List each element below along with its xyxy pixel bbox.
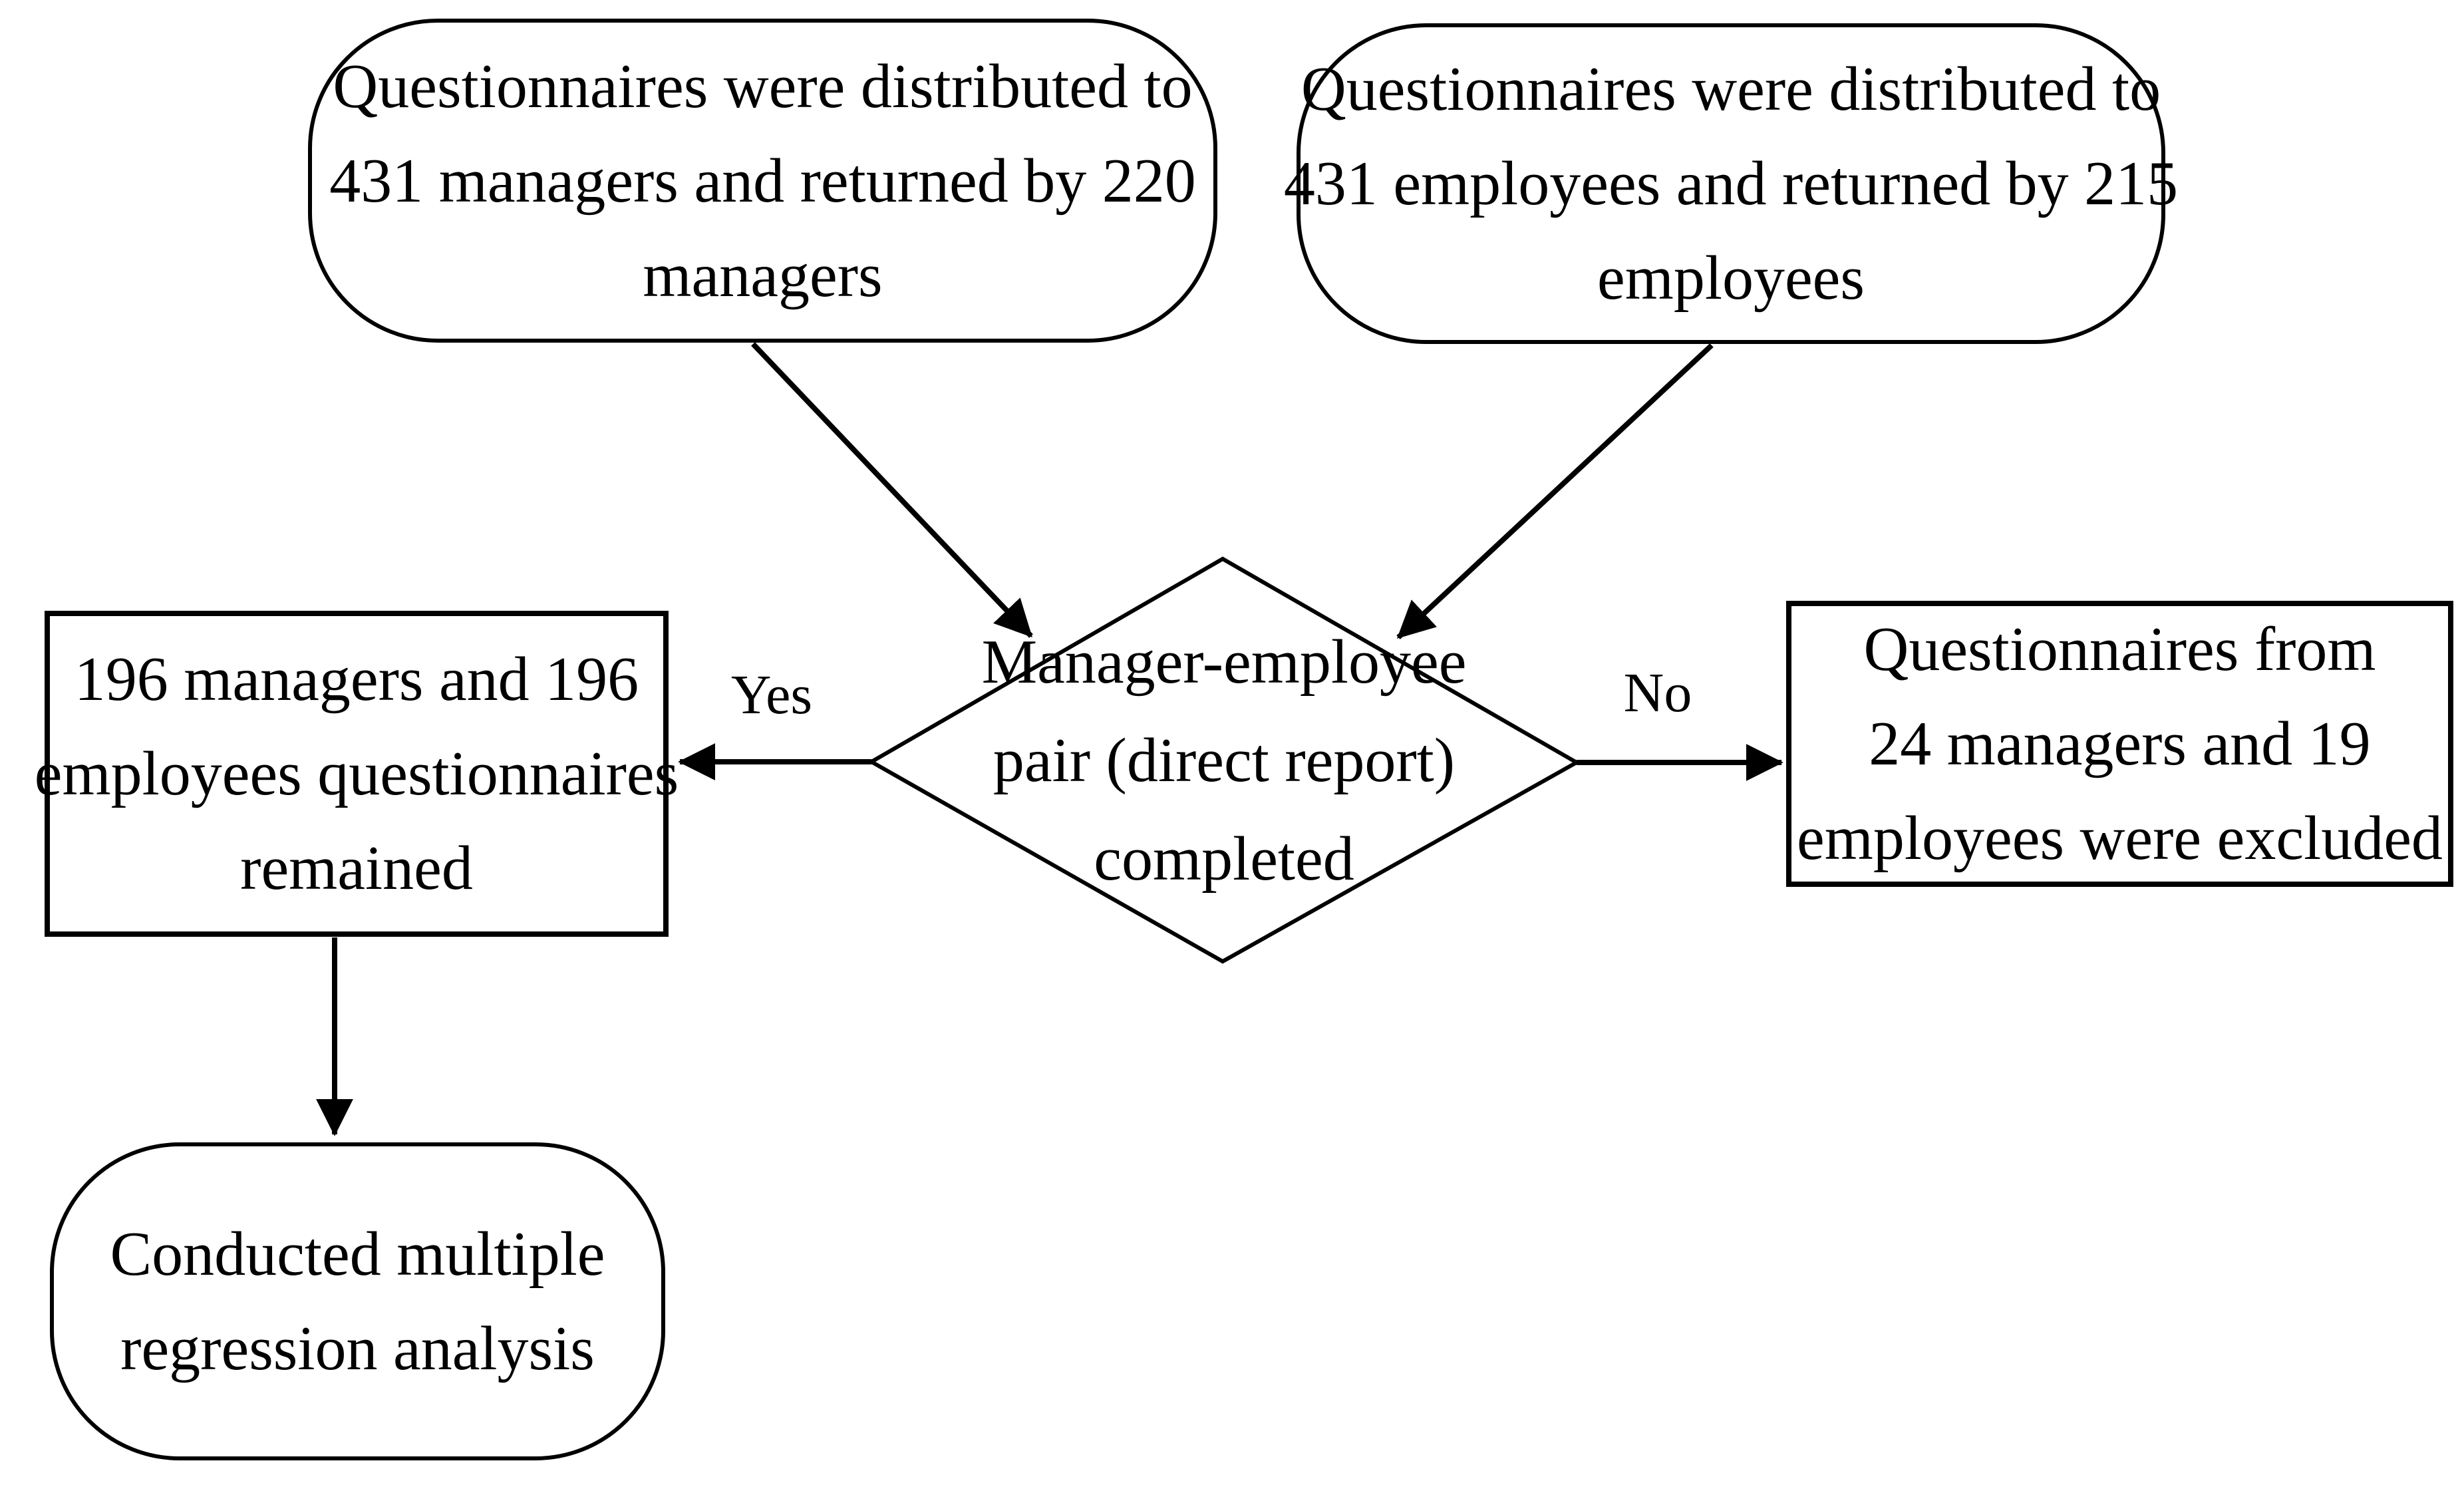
node-questionnaires-managers: Questionnaires were distributed to 431 m… <box>308 19 1217 343</box>
node-text-line: employees <box>1597 244 1865 313</box>
node-questionnaires-employees: Questionnaires were distributed to 431 e… <box>1284 23 2178 344</box>
node-text-line: 196 managers and 196 <box>74 645 639 714</box>
node-text-line: managers <box>643 240 883 310</box>
node-text-line: Questionnaires were distributed to <box>333 51 1193 121</box>
edge-label-no: No <box>1623 662 1692 724</box>
node-text-line: remained <box>240 834 473 903</box>
node-text-line: regression analysis <box>120 1314 595 1383</box>
node-text-line: completed <box>1094 824 1354 894</box>
node-text-line: employees questionnaires <box>34 739 679 808</box>
node-text-line: 24 managers and 19 <box>1869 709 2371 778</box>
decision-pair-completed: Manager-employee pair (direct report) co… <box>871 559 1577 961</box>
arrow-managers-to-decision <box>751 342 1033 638</box>
node-text-line: 431 managers and returned by 220 <box>329 146 1196 216</box>
node-regression-analysis: Conducted multiple regression analysis <box>50 1142 665 1460</box>
node-text-line: Questionnaires from <box>1863 615 2376 684</box>
node-text-line: Manager-employee <box>981 627 1467 697</box>
node-text-line: 431 employees and returned by 215 <box>1283 149 2179 218</box>
node-text-line: employees were excluded <box>1797 804 2443 873</box>
node-text-line: Questionnaires were distributed to <box>1301 55 2161 124</box>
edge-label-yes: Yes <box>730 664 813 726</box>
node-questionnaires-excluded: Questionnaires from 24 managers and 19 e… <box>1786 601 2453 887</box>
node-text-line: Conducted multiple <box>110 1220 605 1289</box>
arrow-employees-to-decision <box>1396 343 1714 639</box>
node-questionnaires-remained: 196 managers and 196 employees questionn… <box>35 611 679 937</box>
node-text-line: pair (direct report) <box>993 725 1456 795</box>
